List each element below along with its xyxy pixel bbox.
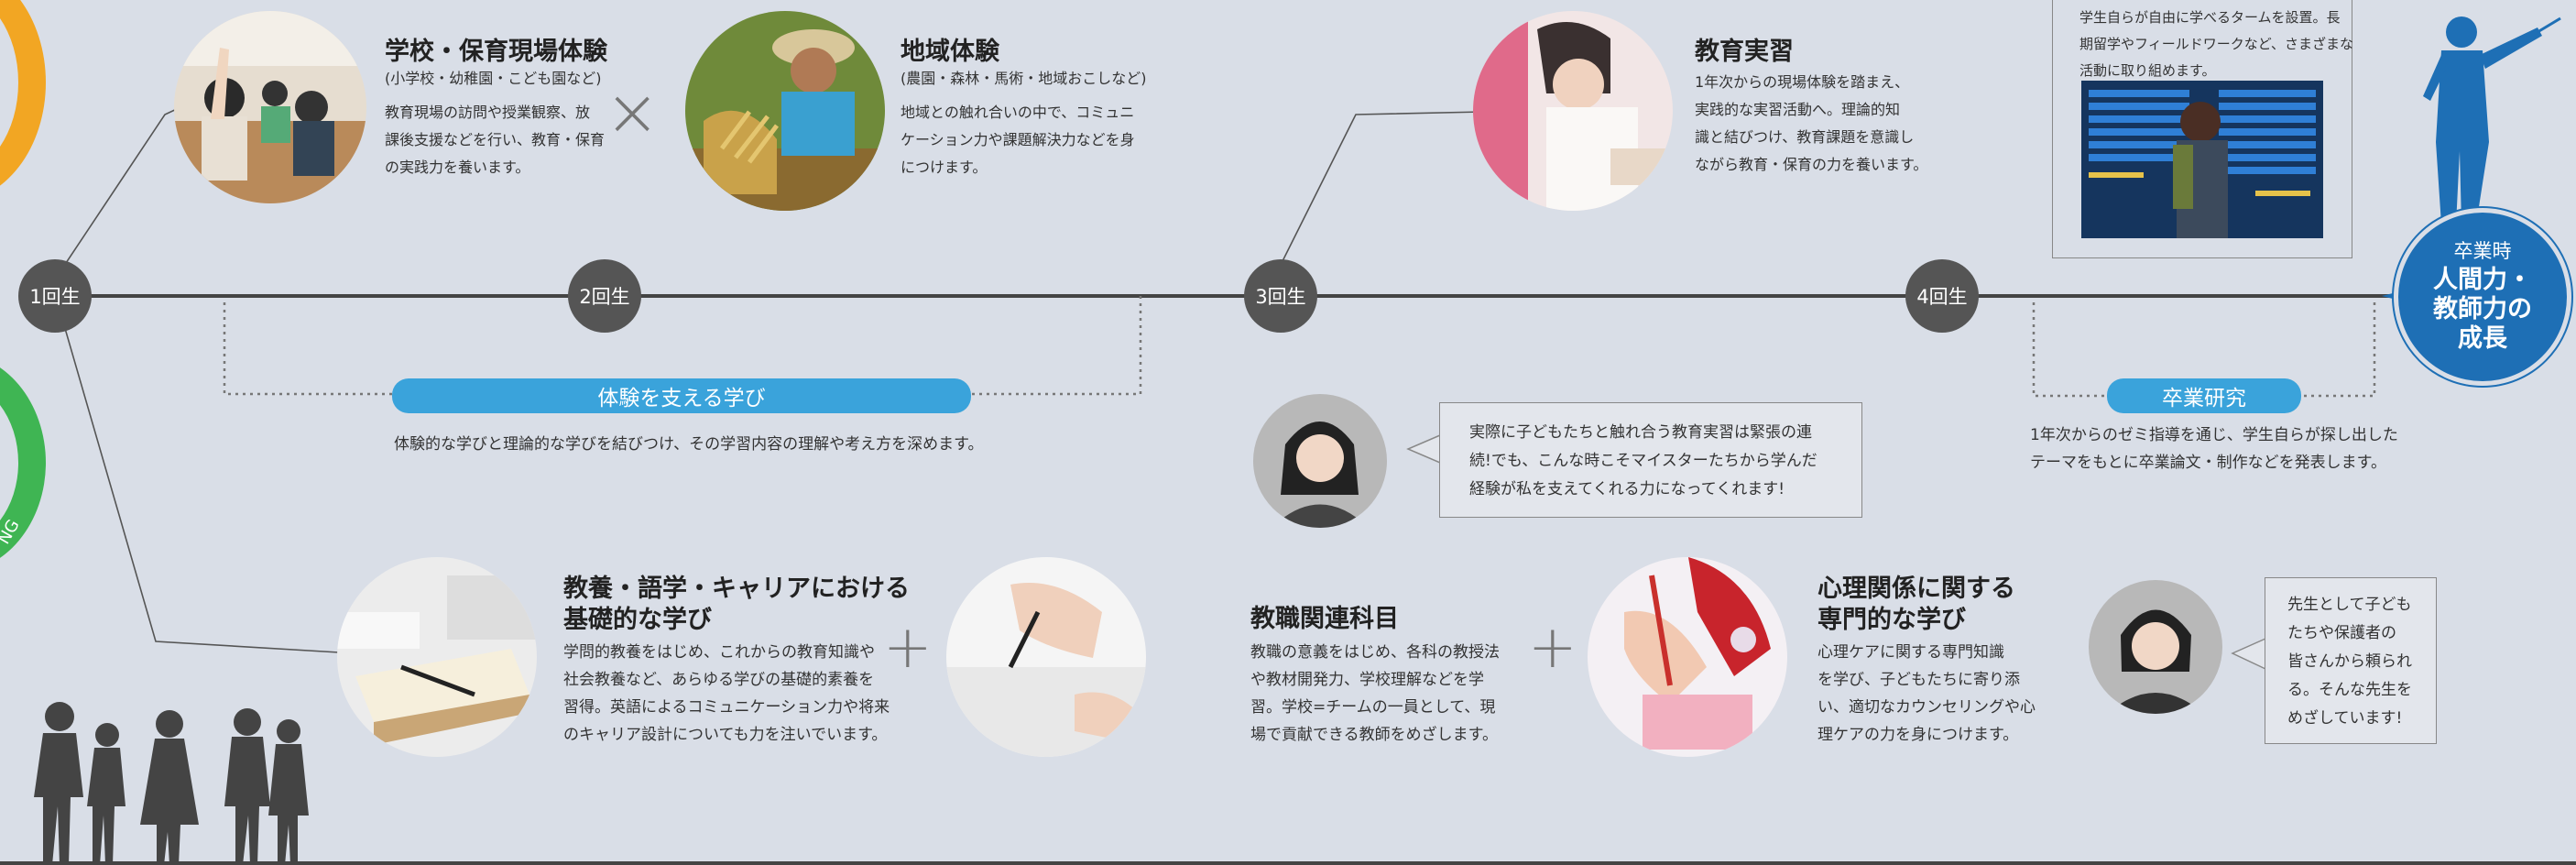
teacher-figure [2423,16,2561,224]
graduation-label: 卒業時 [2453,240,2512,262]
teaching-body: 教職の意義をはじめ、各科の教授法 や教材開発力、学校理解などを学 習。学校=チー… [1250,643,1500,744]
graduate-avatar [2089,580,2222,714]
experience-region-title: 地域体験 [901,38,999,66]
timeline-node-year1: 1回生 [18,259,92,333]
liberal-body: 学問的教養をはじめ、これからの教育知識や 社会教養など、あらゆる学びの基礎的素養… [563,643,890,744]
plus-symbol-1: + [883,614,933,682]
thesis-pill: 卒業研究 [2107,378,2301,413]
graduation-badge [2398,213,2567,381]
practicum-body: 1年次からの現場体験を踏まえ、 実践的な実習活動へ。理論的知 識と結びつけ、教育… [1695,73,1928,173]
support-caption: 体験的な学びと理論的な学びを結びつけ、その学習内容の理解や考え方を深めます。 [394,435,984,454]
times-symbol: × [605,73,660,150]
timeline-node-year3: 3回生 [1244,259,1317,333]
thesis-caption: 1年次からのゼミ指導を通じ、学生自らが探し出した テーマをもとに卒業論文・制作な… [2030,426,2398,472]
experience-school-subtitle: (小学校・幼稚園・こども園など) [385,70,602,87]
support-pill: 体験を支える学び [392,378,971,413]
graduate-quote-box: 先生として子ども たちや保護者の 皆さんから頼られ る。そんな先生を めざしてい… [2265,577,2437,744]
books-photo [337,557,537,757]
psychology-body: 心理ケアに関する専門知識 を学び、子どもたちに寄り添 い、適切なカウンセリングや… [1817,643,2036,744]
classroom-photo [174,11,366,203]
student-quote-box: 実際に子どもたちと触れ合う教育実習は緊張の連 続!でも、こんな時こそマイスターた… [1439,402,1862,518]
timeline-node-year4: 4回生 [1905,259,1979,333]
graduation-title: 人間力・ 教師力の 成長 [2433,266,2532,353]
farmer-photo [685,11,885,211]
practicum-photo [1473,11,1673,211]
plus-symbol-2: + [1528,614,1577,682]
experience-region-subtitle: (農園・森林・馬術・地域おこしなど) [901,70,1147,87]
airport-photo [2081,81,2323,238]
practicum-title: 教育実習 [1695,38,1794,66]
student-avatar [1253,394,1387,528]
psychology-title: 心理関係に関する 専門的な学び [1817,575,2015,634]
children-silhouettes [34,702,309,865]
experience-school-body: 教育現場の訪問や授業観察、放 課後支援などを行い、教育・保育 の実践力を養います… [385,104,606,176]
experience-region-body: 地域との触れ合いの中で、コミュニ ケーション力や課題解決力などを身 につけます。 [901,104,1135,176]
timeline-node-year2: 2回生 [568,259,641,333]
experience-school-title: 学校・保育現場体験 [385,38,607,66]
drawing-photo [1588,557,1787,757]
term-note-box [2052,0,2352,258]
teaching-title: 教職関連科目 [1250,605,1399,633]
writing-photo [946,557,1146,757]
liberal-title: 教養・語学・キャリアにおける 基礎的な学び [563,575,910,634]
term-note-body: 学生自らが自由に学べるタームを設置。長 期留学やフィールドワークなど、さまざまな… [2079,9,2353,79]
